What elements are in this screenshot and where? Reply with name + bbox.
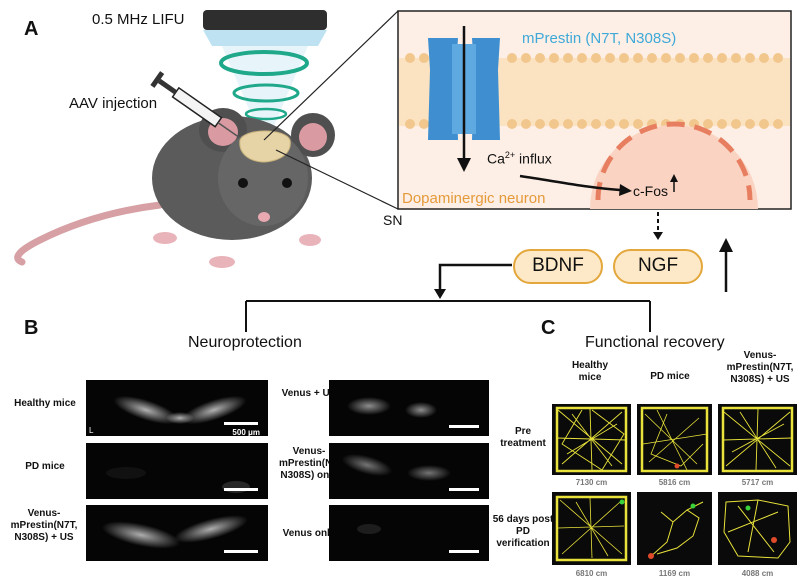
channel-right	[472, 38, 500, 140]
mouse-ear-right	[299, 123, 327, 151]
neuroprotection-title: Neuroprotection	[188, 334, 302, 351]
micrograph-venus-only	[329, 505, 489, 561]
distance-pd-pre: 5816 cm	[658, 478, 691, 487]
micrograph-pd	[86, 443, 268, 499]
us-ring-3	[244, 107, 288, 121]
panel-b-letter: B	[24, 317, 39, 339]
col-label-venus-mprestin-us: Venus-mPrestin(N7T, N308S) + US	[726, 350, 794, 385]
mprestin-label: mPrestin (N7T, N308S)	[522, 30, 677, 47]
aav-injection-label: AAV injection	[69, 95, 158, 112]
cfos-arrow	[619, 184, 632, 196]
transducer-body	[203, 30, 327, 46]
mouse-brain	[239, 130, 291, 163]
lifu-label: 0.5 MHz LIFU	[92, 11, 185, 28]
ca-influx-label: Ca2+ influx	[487, 150, 552, 167]
panel-c-letter: C	[541, 317, 556, 339]
sn-label: SN	[383, 212, 403, 228]
track-pd-pre	[637, 404, 712, 475]
row-label-venus-mprestin-only: Venus-mPrestin(N7T, N308S) only	[279, 446, 346, 481]
syringe-icon	[150, 71, 240, 139]
distance-healthy-pre: 7130 cm	[575, 478, 608, 487]
micrograph-venus-us	[329, 380, 489, 436]
scale-bar	[224, 422, 258, 425]
micrograph-healthy: 500 μm L	[86, 380, 268, 437]
us-ring-2	[232, 83, 300, 103]
cfos-to-ngf-arrow	[653, 232, 663, 240]
col-label-healthy: Healthy mice	[571, 360, 609, 383]
mouse-nose	[258, 212, 270, 222]
membrane-top-heads	[405, 53, 783, 63]
transducer-head	[203, 10, 327, 30]
ngf-pill: NGF	[613, 249, 703, 284]
ultrasound-beam	[222, 46, 308, 140]
cfos-label: c-Fos	[633, 183, 668, 199]
scale-bar-label: 500 μm	[232, 428, 260, 437]
distance-pd-post: 1169 cm	[658, 569, 691, 578]
mouse-tail	[14, 201, 164, 266]
functional-recovery-title: Functional recovery	[585, 334, 725, 351]
nucleus-membrane	[595, 121, 753, 201]
track-healthy-post	[552, 492, 631, 565]
mouse-eye-left	[238, 178, 248, 188]
track-pd-post	[637, 492, 712, 565]
row-label-pd: PD mice	[25, 461, 65, 472]
increase-arrow	[719, 238, 733, 252]
track-venus-mprestin-post	[718, 492, 797, 565]
row-label-pre: Pre treatment	[500, 426, 546, 449]
channel-left	[428, 38, 458, 140]
row-label-venus-us: Venus + US	[281, 388, 337, 399]
ca-influx-arrow	[457, 158, 471, 172]
panel-a-letter: A	[24, 18, 39, 40]
bdnf-pill: BDNF	[513, 249, 603, 284]
row-label-healthy: Healthy mice	[14, 398, 76, 409]
micrograph-venus-mprestin-only	[329, 443, 489, 499]
us-ring-1	[219, 50, 309, 76]
row-label-venus-only: Venus only	[282, 528, 336, 539]
micrograph-venus-mprestin-us	[86, 505, 268, 561]
distance-venus-mprestin-pre: 5717 cm	[741, 478, 774, 487]
row-label-post: 56 days post PD verification	[492, 514, 554, 549]
mouse-eye-right	[282, 178, 292, 188]
distance-venus-mprestin-post: 4088 cm	[741, 569, 774, 578]
distance-healthy-post: 6810 cm	[575, 569, 608, 578]
membrane-bottom-heads	[405, 119, 783, 129]
bdnf-down-arrow	[434, 289, 446, 299]
row-label-venus-mprestin-us: Venus-mPrestin(N7T, N308S) + US	[10, 508, 78, 543]
col-label-pd: PD mice	[650, 371, 690, 382]
track-healthy-pre	[552, 404, 631, 475]
track-venus-mprestin-pre	[718, 404, 797, 475]
hemisphere-label: L	[89, 426, 94, 435]
dopaminergic-neuron-label: Dopaminergic neuron	[402, 190, 546, 207]
